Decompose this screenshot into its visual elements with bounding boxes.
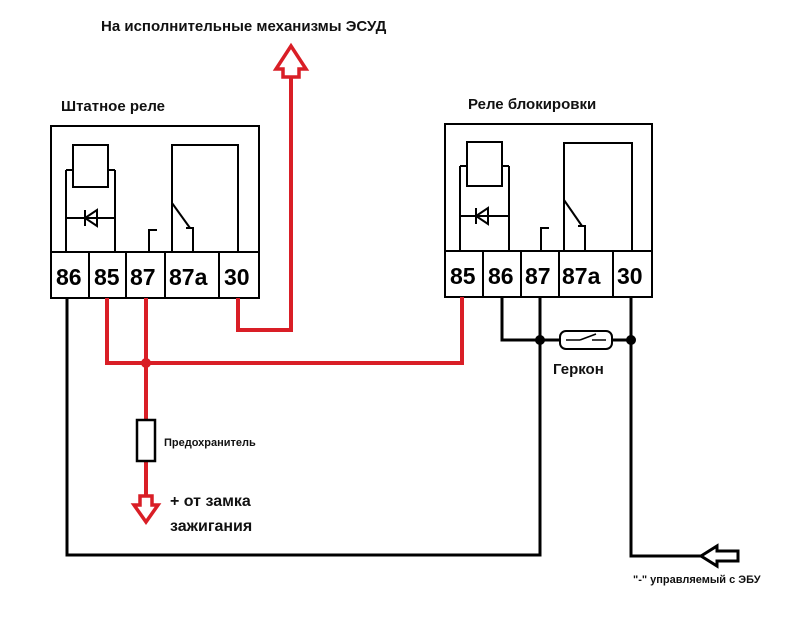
coil-icon — [72, 144, 109, 188]
ignition-label-line2: зажигания — [170, 518, 252, 535]
ecu-control-label: "-" управляемый с ЭБУ — [633, 574, 761, 586]
standard-relay-title: Штатное реле — [61, 98, 165, 115]
coil-icon — [466, 141, 503, 187]
coil-link-wire — [500, 297, 540, 342]
pin-label-87: 87 — [130, 264, 156, 290]
block-relay-body — [444, 123, 653, 252]
down-arrow-icon — [130, 494, 162, 526]
switch-contact-icon — [540, 142, 633, 251]
reed-switch-icon — [559, 330, 613, 350]
pin-label-86: 86 — [488, 263, 514, 289]
pin-label-30: 30 — [224, 264, 250, 290]
ignition-label-line1: + от замка — [170, 493, 251, 510]
block-relay-title: Реле блокировки — [468, 96, 596, 113]
up-arrow-icon — [272, 42, 310, 79]
pin-label-30: 30 — [617, 263, 643, 289]
standard-relay-terminals — [50, 251, 260, 299]
junction-dot — [626, 335, 636, 345]
reed-switch-label: Геркон — [553, 361, 604, 378]
pin-label-86: 86 — [56, 264, 82, 290]
pin-label-87: 87 — [525, 263, 551, 289]
fuse-icon — [135, 418, 157, 463]
pin-label-87a: 87a — [562, 263, 601, 289]
switch-contact-icon — [148, 144, 239, 252]
left-arrow-icon — [698, 543, 740, 569]
ecu-wire — [629, 297, 703, 558]
output-wire — [236, 77, 293, 332]
block-relay: 85 86 87 87a 30 — [444, 123, 653, 298]
junction-dot — [535, 335, 545, 345]
standard-relay: 86 85 87 87a 30 — [50, 125, 260, 299]
output-label: На исполнительные механизмы ЭСУД — [101, 18, 387, 35]
bus-wire — [105, 297, 464, 365]
ground-loop-wire — [65, 297, 542, 557]
pin-label-85: 85 — [94, 264, 120, 290]
red-junction — [141, 358, 151, 368]
fuse-label: Предохранитель — [164, 437, 256, 449]
block-relay-terminals — [444, 250, 653, 298]
pin-label-85: 85 — [450, 263, 476, 289]
diode-icon — [460, 206, 509, 226]
pin-label-87a: 87a — [169, 264, 208, 290]
diode-icon — [66, 208, 115, 228]
